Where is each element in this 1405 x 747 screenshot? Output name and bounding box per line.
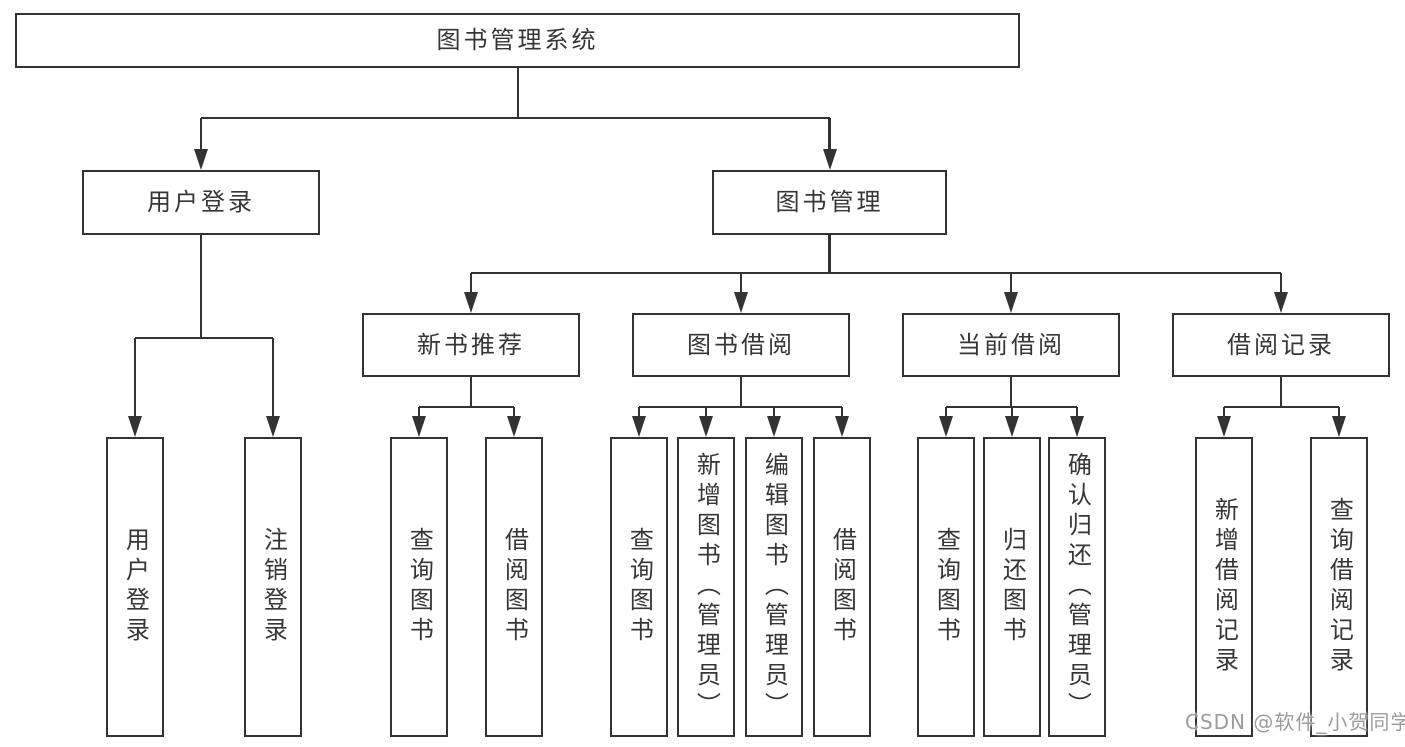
arrow-down-icon (699, 416, 713, 437)
node-label-query-books: 查询图书 (625, 527, 654, 647)
connector-line (944, 407, 948, 421)
connector-line (828, 235, 831, 273)
node-query-borrowing-record: 查询借阅记录 (1310, 437, 1368, 737)
connector-line (199, 118, 203, 154)
node-label-current-borrowing: 当前借阅 (957, 330, 1065, 359)
node-label-user-login: 用户登录 (147, 188, 255, 217)
arrow-down-icon (767, 416, 781, 437)
watermark: CSDN @软件_小贺同学 (1185, 710, 1405, 734)
node-label-borrow-books: 借阅图书 (828, 527, 857, 647)
arrow-down-icon (835, 416, 849, 437)
connector-line (772, 407, 776, 421)
arrow-down-icon (266, 416, 280, 437)
connector-line (1279, 273, 1283, 297)
node-query-books: 查询图书 (610, 437, 668, 737)
connector-line (739, 377, 743, 407)
node-label-library-management-system: 图书管理系统 (436, 26, 599, 55)
connector-line (271, 338, 275, 421)
arrow-down-icon (822, 149, 837, 170)
connector-line (201, 116, 830, 120)
node-library-management-system: 图书管理系统 (15, 13, 1020, 68)
node-label-query-borrowing-record: 查询借阅记录 (1325, 497, 1354, 677)
connector-line (419, 405, 514, 409)
arrow-down-icon (128, 416, 142, 437)
connector-line (471, 271, 1281, 275)
connector-line (1075, 407, 1079, 421)
node-label-borrowing-records: 借阅记录 (1227, 330, 1335, 359)
arrow-down-icon (939, 416, 953, 437)
node-borrow-books: 借阅图书 (485, 437, 543, 737)
node-logout: 注销登录 (244, 437, 302, 737)
connector-line (1222, 407, 1226, 421)
arrow-down-icon (1004, 292, 1018, 313)
connector-line (512, 407, 516, 421)
connector-line (516, 68, 520, 118)
node-label-confirm-return-admin: 确认归还（管理员） (1063, 452, 1092, 722)
node-label-borrow-books: 借阅图书 (500, 527, 529, 647)
connector-line (840, 407, 844, 421)
connector-line (135, 336, 273, 340)
node-label-edit-books-admin: 编辑图书（管理员） (760, 452, 789, 722)
node-label-logout: 注销登录 (259, 527, 288, 647)
connector-line (704, 407, 708, 421)
connector-line (828, 118, 831, 154)
arrow-down-icon (1274, 292, 1288, 313)
connector-line (469, 377, 473, 407)
node-book-management: 图书管理 (712, 170, 947, 235)
node-label-user-login-action: 用户登录 (121, 527, 150, 647)
connector-line (637, 407, 641, 421)
node-confirm-return-admin: 确认归还（管理员） (1048, 437, 1106, 737)
node-query-books: 查询图书 (390, 437, 448, 737)
arrow-down-icon (1332, 416, 1346, 437)
node-label-new-book-recommendation: 新书推荐 (417, 330, 525, 359)
node-label-add-books-admin: 新增图书（管理员） (692, 452, 721, 722)
node-label-return-books: 归还图书 (998, 527, 1027, 647)
connector-line (469, 273, 473, 297)
connector-line (1224, 405, 1339, 409)
arrow-down-icon (464, 292, 478, 313)
node-current-borrowing: 当前借阅 (902, 313, 1120, 377)
node-borrow-books: 借阅图书 (813, 437, 871, 737)
connector-line (1009, 377, 1013, 407)
arrow-down-icon (1217, 416, 1231, 437)
node-return-books: 归还图书 (983, 437, 1041, 737)
connector-line (133, 338, 137, 421)
node-query-books: 查询图书 (917, 437, 975, 737)
node-new-borrowing-record: 新增借阅记录 (1195, 437, 1253, 737)
node-label-new-borrowing-record: 新增借阅记录 (1210, 497, 1239, 677)
connector-line (1009, 273, 1013, 297)
connector-line (639, 405, 842, 409)
connector-line (1337, 407, 1341, 421)
arrow-down-icon (734, 292, 748, 313)
node-borrowing-records: 借阅记录 (1172, 313, 1390, 377)
node-book-borrowing: 图书借阅 (632, 313, 850, 377)
node-add-books-admin: 新增图书（管理员） (677, 437, 735, 737)
connector-line (199, 235, 203, 338)
node-label-book-management: 图书管理 (775, 188, 884, 217)
node-label-book-borrowing: 图书借阅 (687, 330, 795, 359)
node-user-login: 用户登录 (82, 170, 320, 235)
arrow-down-icon (194, 149, 208, 170)
connector-line (1279, 377, 1283, 407)
node-label-query-books: 查询图书 (932, 527, 961, 647)
arrow-down-icon (632, 416, 646, 437)
node-label-query-books: 查询图书 (405, 527, 434, 647)
arrow-down-icon (1005, 416, 1019, 437)
node-edit-books-admin: 编辑图书（管理员） (745, 437, 803, 737)
connector-line (1010, 407, 1014, 421)
arrow-down-icon (1070, 416, 1084, 437)
arrow-down-icon (507, 416, 521, 437)
node-user-login-action: 用户登录 (106, 437, 164, 737)
connector-line (739, 273, 743, 297)
arrow-down-icon (412, 416, 426, 437)
node-new-book-recommendation: 新书推荐 (362, 313, 580, 377)
connector-line (417, 407, 421, 421)
